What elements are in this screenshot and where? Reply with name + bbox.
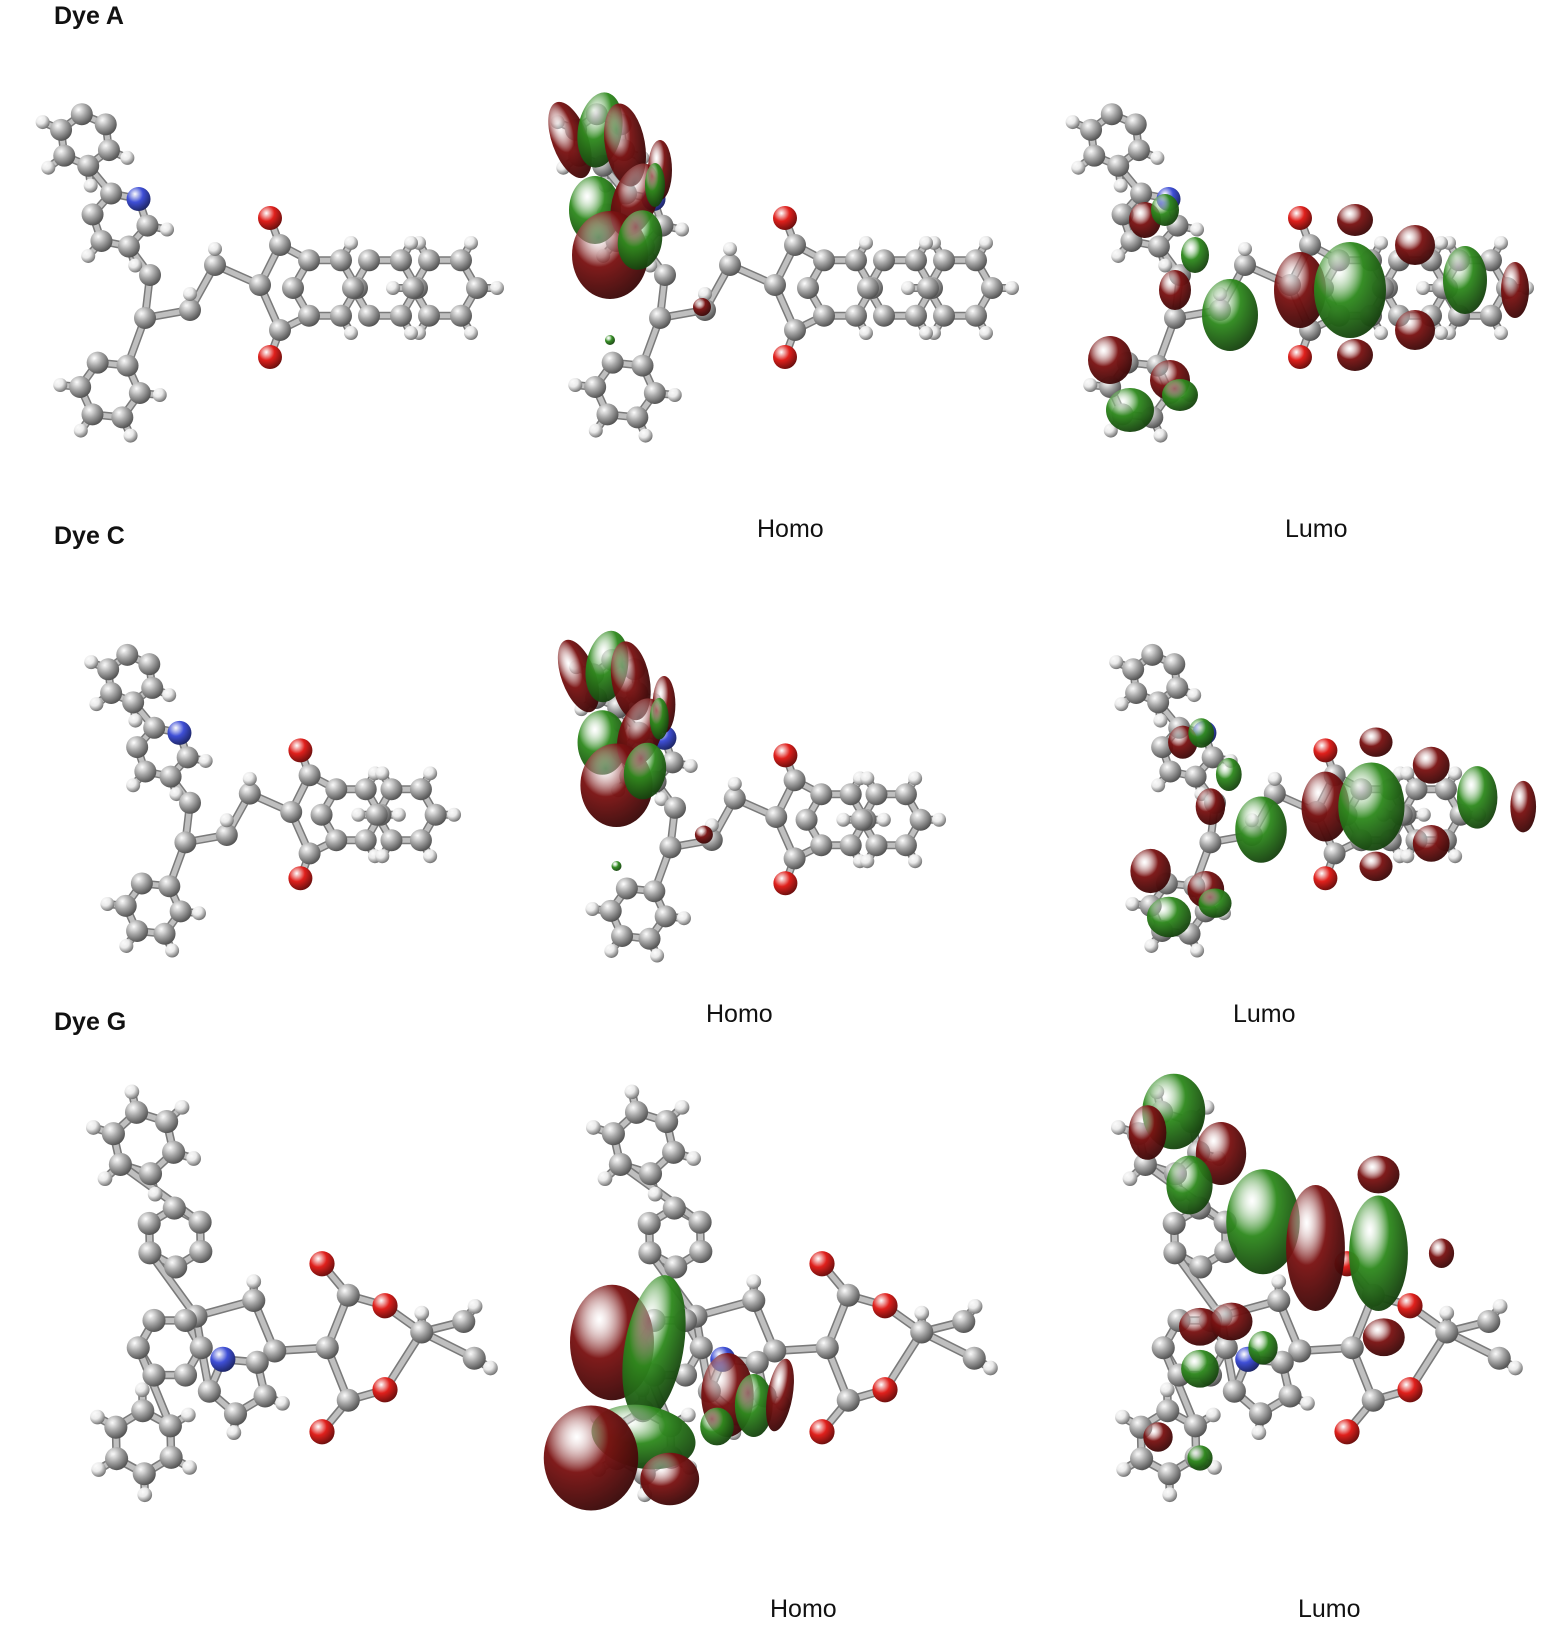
dye-c-homo <box>557 630 947 963</box>
dye-a-homo-label: Homo <box>757 515 824 543</box>
dye-g-lumo-label: Lumo <box>1298 1595 1361 1623</box>
dye-a-label: Dye A <box>54 2 124 30</box>
dye-c-structure <box>84 643 462 958</box>
dye-c-homo-label: Homo <box>706 1000 773 1028</box>
dye-g-lumo <box>1110 1073 1523 1503</box>
dye-g-homo-label: Homo <box>770 1595 837 1623</box>
dye-a-lumo <box>1065 103 1534 443</box>
dye-c-lumo-label: Lumo <box>1233 1000 1296 1028</box>
dye-a-lumo-label: Lumo <box>1285 515 1348 543</box>
dye-c-lumo <box>1109 643 1537 958</box>
dye-a-homo <box>548 92 1019 443</box>
dye-g-label: Dye G <box>54 1008 127 1036</box>
dye-a-structure <box>35 103 504 443</box>
dye-g-structure <box>85 1084 498 1503</box>
dye-c-label: Dye C <box>54 522 125 550</box>
dye-g-homo <box>543 1084 998 1511</box>
